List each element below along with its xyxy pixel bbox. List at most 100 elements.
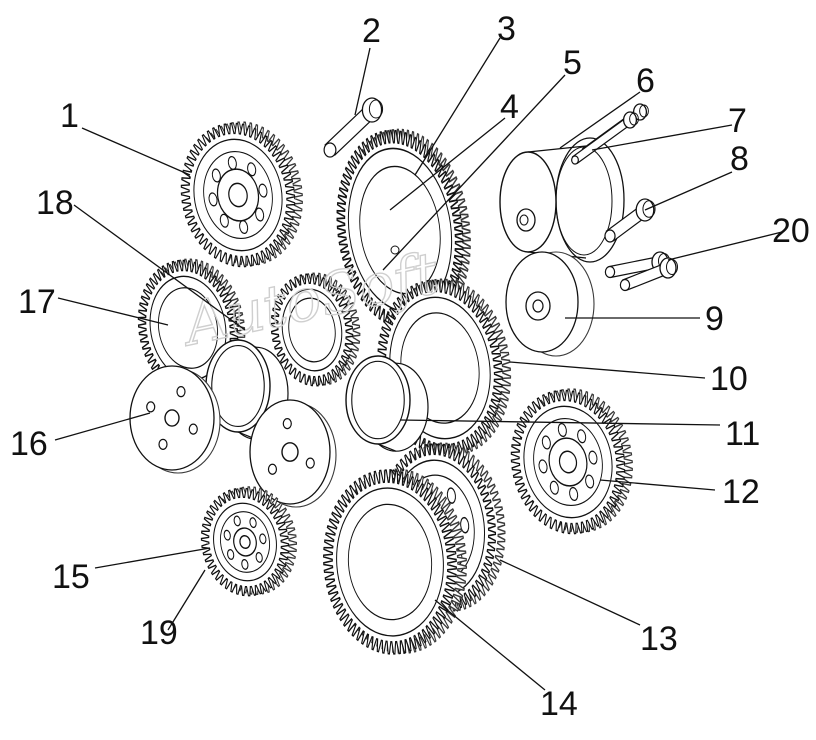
callout-4: 4 (500, 88, 519, 126)
bolt-20-a-tip (604, 265, 616, 279)
gear-3-large (336, 128, 471, 331)
gear-19-small-hole (233, 515, 241, 527)
gear-19-small-hole (223, 529, 231, 541)
gear-19-small-hole (255, 552, 263, 563)
bushing-11 (345, 355, 429, 452)
thrust-plate-16b-hole (282, 418, 292, 430)
bolt-2-tip (323, 142, 337, 158)
leader-18 (73, 204, 246, 331)
cover-plate-9 (505, 251, 595, 357)
callout-12: 12 (722, 473, 760, 511)
bolt-2-head (361, 97, 383, 123)
parts-layer (129, 97, 678, 655)
callout-20: 20 (772, 212, 810, 250)
bolt-7-b (571, 111, 639, 165)
pin-5 (390, 245, 400, 255)
callout-9: 9 (705, 300, 724, 338)
leader-20 (667, 231, 783, 261)
callout-13: 13 (640, 620, 678, 658)
gear-1-upper-left-web (203, 151, 273, 239)
gear-1-upper-left-hole (219, 213, 229, 228)
leader-17 (57, 297, 169, 326)
gear-19-small-bore (239, 534, 251, 550)
gear-1-upper-left-hole (247, 162, 257, 177)
gear-14-front-teeth (323, 469, 457, 655)
gear-19-small-hole (249, 517, 257, 529)
gear-4-middle-rim (281, 288, 343, 372)
callout-11: 11 (725, 415, 760, 453)
gear-12-right-hole (557, 422, 567, 438)
thrust-plate-16 (129, 365, 221, 474)
callout-8: 8 (730, 140, 749, 178)
gear-1-upper-left-bore (228, 182, 248, 208)
bolt-20-b-tip (619, 278, 631, 292)
bolt-8-head-face (642, 200, 656, 218)
pump-housing-6 (499, 137, 625, 263)
gear-14-front-rim (336, 487, 444, 637)
callout-labels: 1 2 3 4 5 6 7 8 9 10 11 12 13 14 15 16 1… (10, 10, 810, 723)
gear-12-right-bore (558, 450, 578, 474)
leader-6 (559, 91, 641, 149)
leader-13 (499, 559, 641, 626)
gear-14-front-web (347, 503, 433, 621)
bolt-20-b-head (659, 257, 677, 279)
callout-2: 2 (362, 12, 381, 50)
gear-19-small-rim (213, 502, 277, 582)
leader-1 (81, 127, 191, 176)
leader-15 (94, 547, 211, 569)
callout-16: 16 (10, 425, 48, 463)
leader-5 (382, 74, 566, 271)
gear-4-middle-web (288, 297, 336, 363)
bolt-7-b-head-face (629, 112, 639, 126)
thrust-plate-16b (249, 399, 337, 508)
leader-7 (591, 124, 733, 151)
gear-1-upper-left (180, 121, 303, 268)
callout-19: 19 (140, 614, 178, 652)
leader-8 (644, 171, 733, 211)
gear-12-right-hole (541, 435, 551, 450)
gear-19-small-hole (227, 549, 235, 560)
bushing-11-front (345, 355, 411, 445)
gear-1-upper-left-hole (255, 207, 265, 222)
thrust-plate-16-hole (188, 423, 198, 435)
gear-4-middle (270, 272, 361, 387)
callout-5: 5 (563, 44, 582, 82)
gear-12-right-hole (577, 429, 587, 444)
thrust-plate-16b-center (281, 442, 299, 462)
thrust-plate-16-hole (158, 438, 168, 450)
thrust-plate-16b-hole (305, 457, 315, 469)
leader-lines (54, 37, 783, 691)
bolt-8-tip (604, 229, 616, 243)
gear-1-upper-left-hole (208, 192, 218, 207)
leader-4 (389, 117, 506, 211)
thrust-plate-16b-hole (267, 463, 278, 475)
gear-1-upper-left-hole (211, 168, 221, 183)
leader-12 (599, 479, 716, 491)
callout-10: 10 (710, 360, 748, 398)
cover-plate-9-bore (532, 299, 544, 313)
gear-12-right-hole (588, 450, 598, 465)
gear-19-small-hole (241, 558, 249, 570)
callout-15: 15 (52, 558, 90, 596)
thrust-plate-16-hole (176, 386, 186, 398)
bushing-11-inner (351, 360, 405, 440)
callout-7: 7 (728, 102, 747, 140)
callout-6: 6 (636, 62, 655, 100)
gear-12-right-hole (549, 480, 559, 495)
gear-12-right-rim (523, 405, 613, 519)
bolt-8 (604, 198, 656, 243)
pump-housing-6-shaft-bore (519, 214, 529, 226)
gear-12-right-web (533, 418, 603, 506)
callout-1: 1 (60, 97, 79, 135)
callout-14: 14 (540, 685, 578, 723)
thrust-plate-16-center (164, 409, 180, 427)
callout-17: 17 (18, 283, 56, 321)
gear-13-lower-hole (446, 487, 456, 504)
bolt-20-b (619, 257, 678, 292)
leader-2 (354, 47, 371, 116)
gear-19-small (200, 486, 298, 597)
bolt-7-b-tip (571, 155, 579, 165)
pump-housing-6-face (499, 151, 557, 253)
leader-16 (54, 412, 151, 441)
